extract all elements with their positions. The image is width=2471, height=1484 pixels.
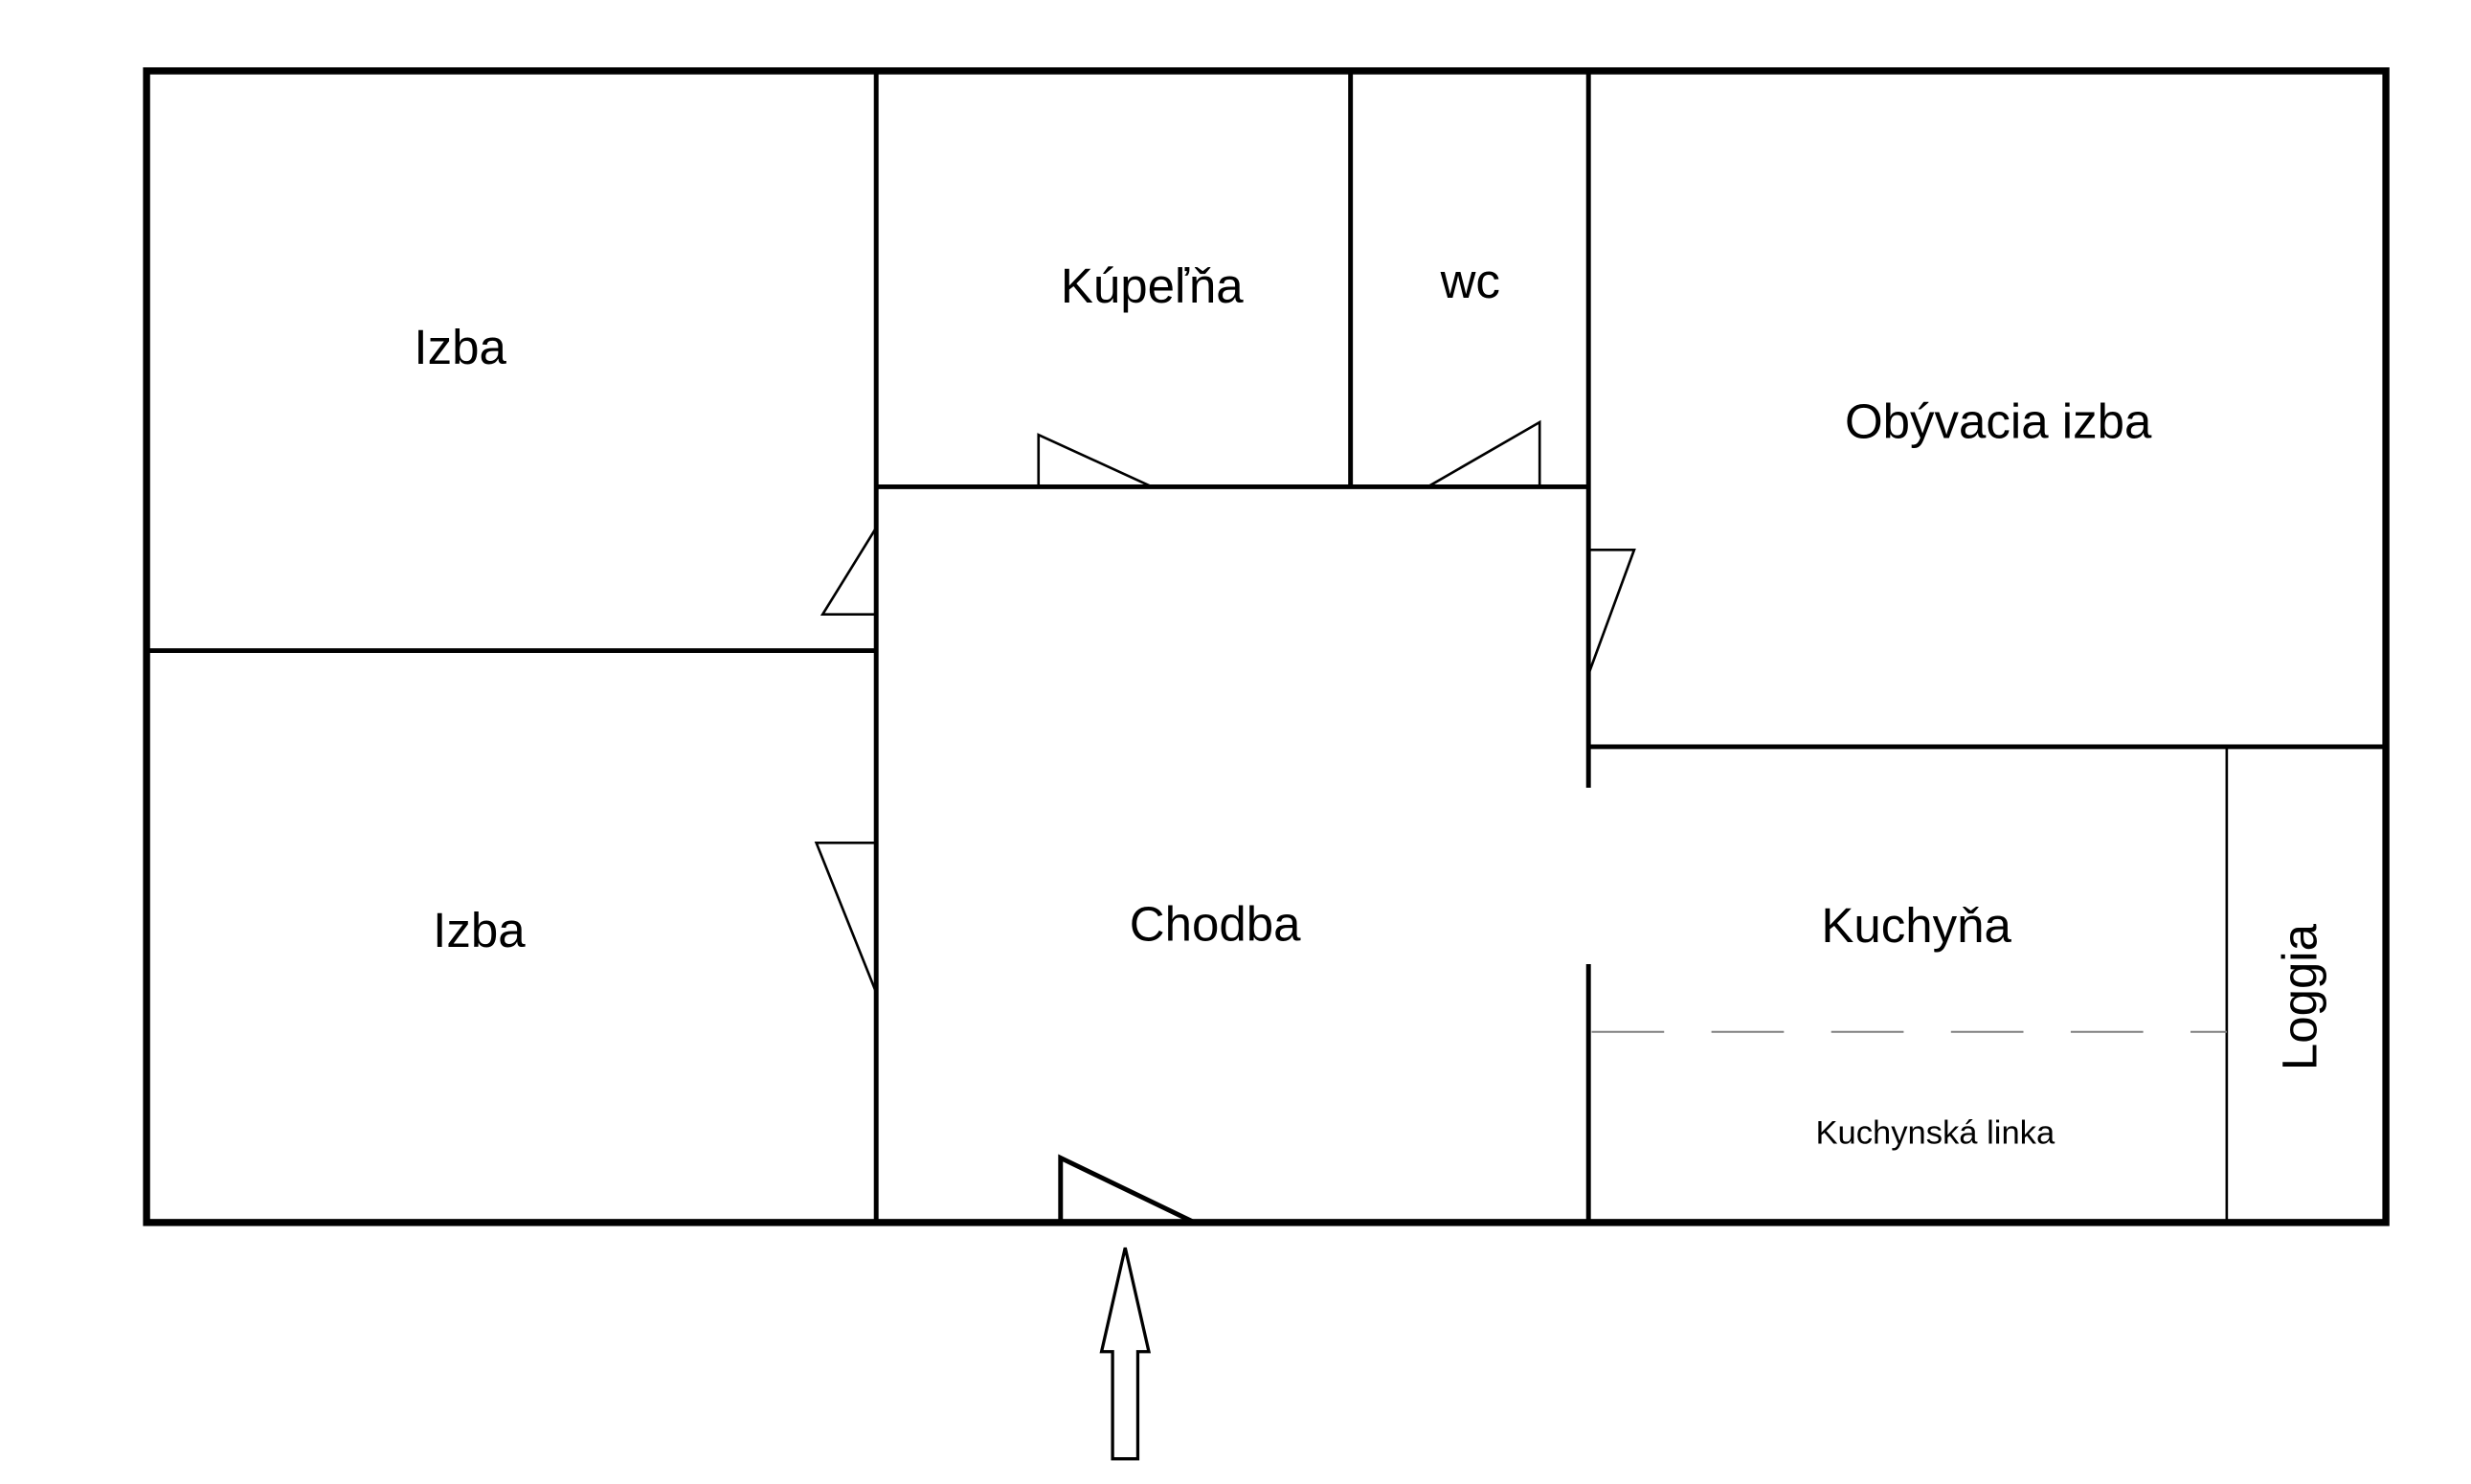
room-label-kuchyna: Kuchyňa [1821,898,2011,953]
door-entrance [1058,1154,1196,1225]
door-kupelna [1037,433,1153,488]
door-wc [1426,419,1541,488]
door-izba-top [820,527,878,617]
doors [814,419,1636,1225]
door-izba-bottom [814,841,878,994]
door-obyvacia [1586,548,1636,675]
room-label-izba-bottom: Izba [433,903,526,957]
room-label-obyvacia: Obývacia izba [1845,393,2152,448]
room-label-loggia: Loggia [2273,923,2327,1070]
entrance-arrow-icon [1099,1247,1152,1461]
interior-walls [146,71,2387,1223]
outer-wall [143,67,2390,1226]
room-label-wc: wc [1440,254,1500,308]
label-kuchynska-linka: Kuchynská linka [1816,1115,2055,1152]
room-label-kupelna: Kúpeľňa [1061,259,1244,313]
room-label-izba-top: Izba [414,320,506,374]
room-label-chodba: Chodba [1130,896,1301,951]
